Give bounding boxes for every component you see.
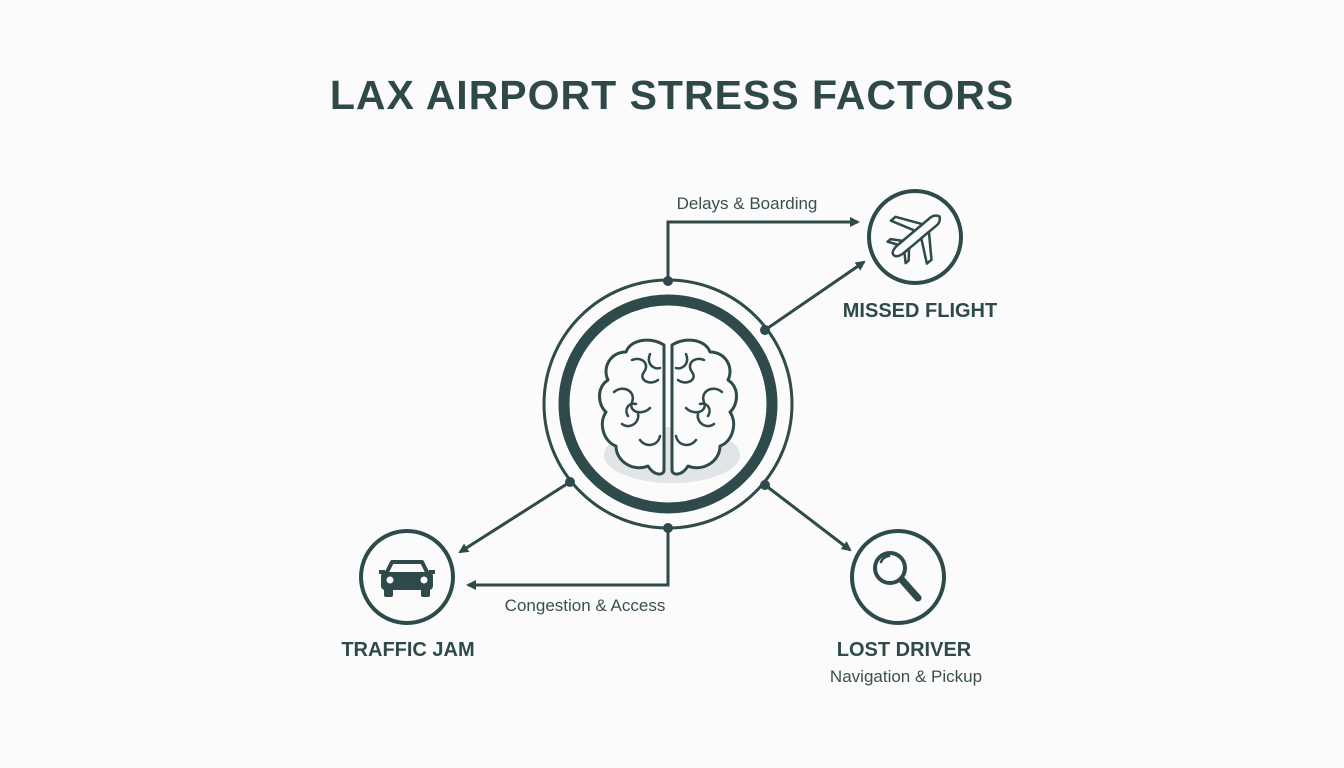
airplane-icon bbox=[886, 214, 942, 265]
traffic-jam-circle bbox=[359, 529, 455, 625]
node-label-lost-driver: LOST DRIVER bbox=[836, 639, 972, 661]
connector-lost-driver bbox=[764, 483, 852, 552]
edge-label-delays: Delays & Boarding bbox=[676, 194, 818, 213]
outer-ring bbox=[542, 278, 794, 530]
missed-flight-circle bbox=[867, 189, 963, 285]
connector-traffic-jam bbox=[458, 480, 571, 554]
ring-dots bbox=[565, 276, 770, 533]
inner-ring bbox=[558, 294, 778, 514]
connector-congestion bbox=[466, 528, 670, 590]
magnifier-icon bbox=[873, 551, 922, 602]
node-label-traffic-jam: TRAFFIC JAM bbox=[341, 639, 475, 661]
brain-icon bbox=[598, 338, 740, 483]
car-icon bbox=[379, 560, 435, 597]
node-sublabel-lost-driver: Navigation & Pickup bbox=[829, 667, 983, 686]
edge-label-congestion: Congestion & Access bbox=[504, 596, 666, 615]
lost-driver-circle bbox=[850, 529, 946, 625]
connector-missed-flight bbox=[764, 260, 866, 332]
page-title: LAX AIRPORT STRESS FACTORS bbox=[329, 72, 1015, 118]
node-label-missed-flight: MISSED FLIGHT bbox=[842, 300, 998, 322]
connector-delays bbox=[666, 217, 860, 281]
